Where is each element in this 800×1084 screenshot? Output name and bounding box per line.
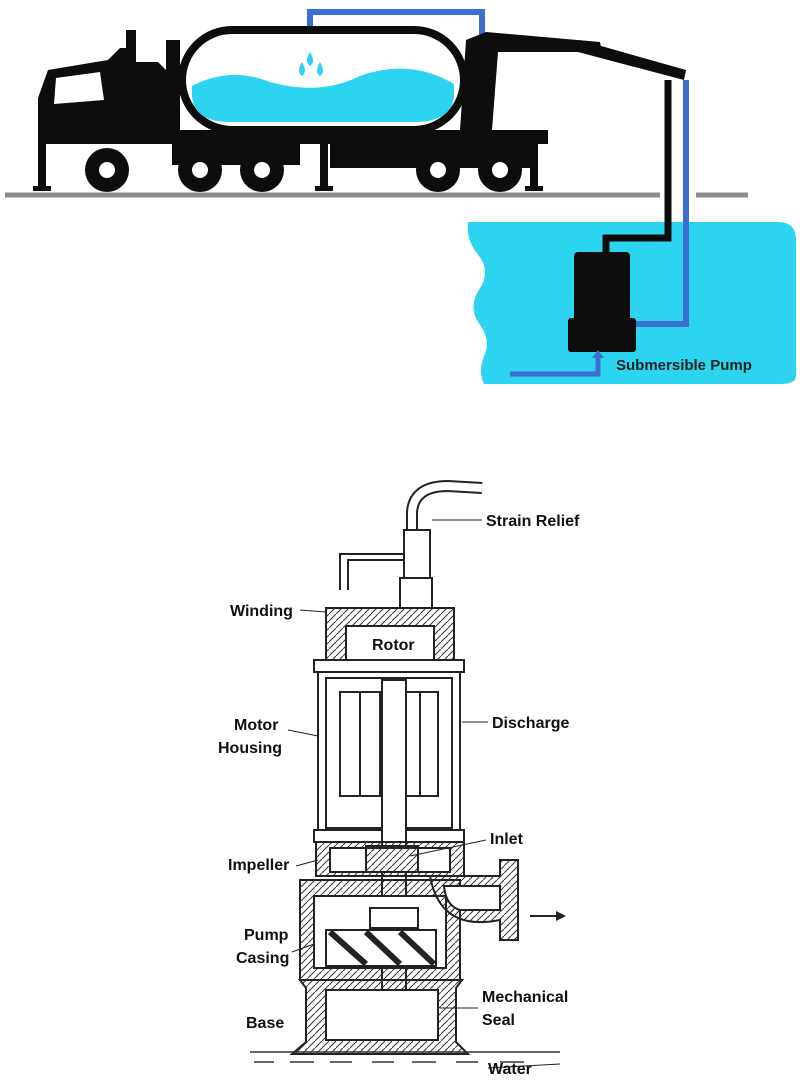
label-motor-housing-1: Motor [234,717,278,734]
label-strain-relief: Strain Relief [486,513,580,530]
tanker-pumping-scene: Submersible Pump [5,9,796,384]
inlet-hose [510,356,601,377]
label-pump-casing-1: Pump [244,927,289,944]
rotor-box [345,625,435,661]
wheels [85,148,522,192]
water-pool [467,222,796,384]
inlet-arrow-icon [592,350,604,358]
label-motor-housing-2: Housing [218,740,282,757]
pump-label: Submersible Pump [616,357,752,374]
label-impeller: Impeller [228,857,289,874]
pump-power-cable [602,80,672,256]
label-discharge: Discharge [492,715,569,732]
label-mechanical-seal-1: Mechanical [482,989,568,1006]
impeller [325,907,437,967]
label-base: Base [246,1015,284,1032]
label-water: Water [488,1061,532,1078]
label-mechanical-seal-2: Seal [482,1012,515,1029]
droplets [299,52,323,76]
label-inlet: Inlet [490,831,524,848]
tank-water [192,68,454,122]
water-surface [250,1051,560,1063]
submersible-pump [568,252,636,352]
label-winding: Winding [230,603,293,620]
label-rotor: Rotor [372,637,415,654]
pump-cross-section: Strain Relief Winding Rotor Motor Housin… [218,479,580,1078]
pump-discharge-hose [636,80,689,327]
label-pump-casing-2: Casing [236,950,289,967]
cab-window [54,72,104,104]
